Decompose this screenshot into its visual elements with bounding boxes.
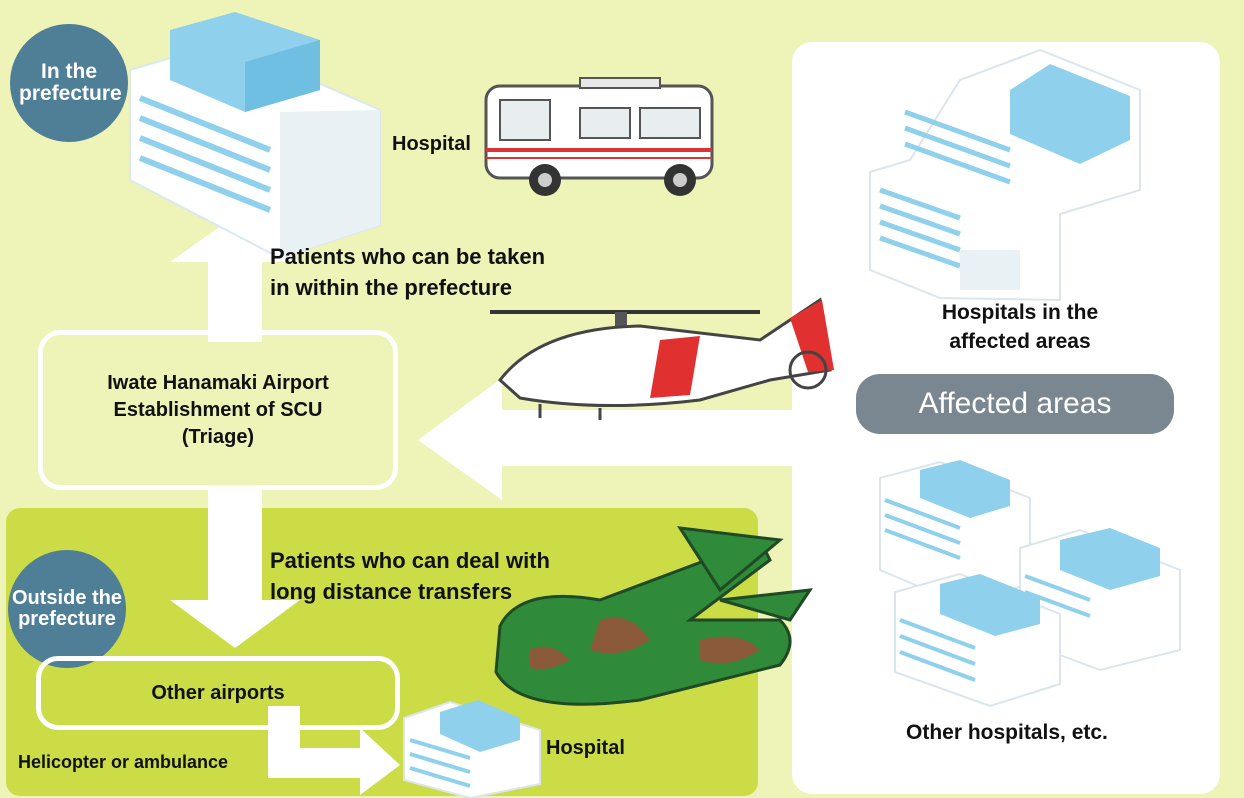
affected-areas-label: Affected areas (918, 387, 1112, 420)
patients-within-line1: Patients who can be taken (270, 244, 546, 269)
outside-prefecture-panel (6, 508, 758, 796)
patients-long-line2: long distance transfers (270, 578, 513, 604)
hospital-building-icon (129, 12, 381, 260)
other-airports-box: Other airports (36, 656, 400, 730)
patients-long-distance-label: Patients who can deal with long distance… (270, 546, 550, 608)
outside-prefecture-badge: Outside the prefecture (8, 550, 126, 668)
hospitals-affected-line1: Hospitals in the (941, 301, 1099, 324)
hospital-bottom-label: Hospital (546, 737, 625, 759)
transport-plane-icon (494, 526, 814, 706)
scu-line2: Establishment of SCU (113, 398, 323, 421)
helicopter-or-ambulance-label: Helicopter or ambulance (18, 752, 229, 772)
arrow-right-bottom (268, 706, 400, 795)
arrow-left (418, 378, 836, 500)
other-hospitals-label: Other hospitals, etc. (906, 721, 1108, 744)
scu-box: Iwate Hanamaki Airport Establishment of … (38, 330, 398, 490)
helicopter-icon (490, 297, 834, 420)
patients-within-label: Patients who can be taken in within the … (270, 242, 545, 304)
other-hospitals-buildings-icon (879, 460, 1181, 708)
other-airports-label: Other airports (151, 681, 285, 704)
arrow-down (170, 490, 300, 648)
ambulance-icon (484, 77, 714, 196)
hospitals-affected-label: Hospitals in the affected areas (900, 298, 1140, 357)
hospital-top-label: Hospital (392, 133, 471, 155)
affected-areas-pill: Affected areas (856, 374, 1174, 434)
scu-line3: (Triage) (181, 425, 255, 448)
in-prefecture-badge-label: In the prefecture (19, 59, 122, 105)
hospitals-affected-line2: affected areas (949, 330, 1091, 354)
small-hospital-building-icon (403, 700, 541, 798)
scu-line1: Iwate Hanamaki Airport (107, 371, 329, 394)
outside-prefecture-badge-label: Outside the prefecture (11, 587, 122, 630)
in-prefecture-badge: In the prefecture (10, 24, 128, 142)
patients-within-line2: in within the prefecture (270, 274, 513, 300)
affected-hospital-building-icon (869, 48, 1141, 302)
patients-long-line1: Patients who can deal with (270, 548, 550, 573)
